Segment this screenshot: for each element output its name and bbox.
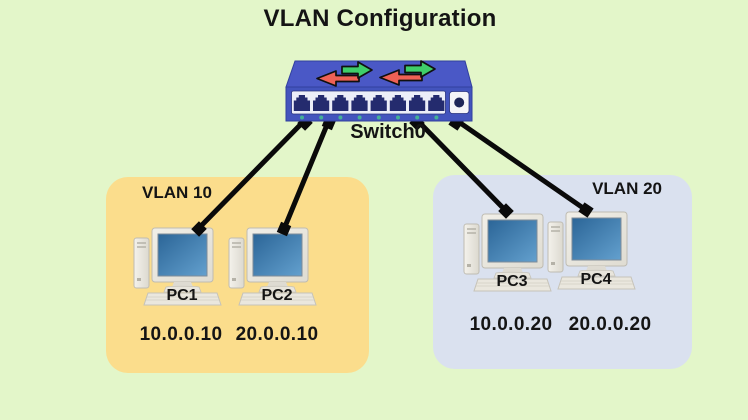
pc3-ip: 10.0.0.20 <box>469 314 553 335</box>
network-switch-icon <box>285 60 473 122</box>
port-panel <box>291 90 446 115</box>
pc-node-pc3: PC3 <box>462 212 552 292</box>
pc2-name: PC2 <box>261 287 293 304</box>
pc2-ip: 20.0.0.10 <box>235 324 319 345</box>
pc-node-pc4: PC4 <box>546 210 636 290</box>
vlan10-label: VLAN 10 <box>142 183 212 202</box>
switch-name: Switch0 <box>350 121 426 143</box>
traffic-arrows <box>316 60 436 87</box>
switch-top-face <box>285 60 473 88</box>
red-left-arrow-icon <box>316 70 360 87</box>
green-right-arrow-icon <box>404 60 436 78</box>
pc-node-pc1: PC1 <box>132 226 222 306</box>
pc-node-pc2: PC2 <box>227 226 317 306</box>
pc4-name: PC4 <box>580 271 612 288</box>
diagram-title: VLAN Configuration <box>263 5 497 32</box>
pc3-name: PC3 <box>496 273 528 290</box>
pc1-ip: 10.0.0.10 <box>139 324 223 345</box>
vlan20-label: VLAN 20 <box>592 179 662 198</box>
red-left-arrow-icon <box>379 69 423 86</box>
pc4-ip: 20.0.0.20 <box>568 314 652 335</box>
power-port-hole <box>454 97 465 108</box>
pc1-name: PC1 <box>166 287 198 304</box>
green-right-arrow-icon <box>341 61 373 79</box>
